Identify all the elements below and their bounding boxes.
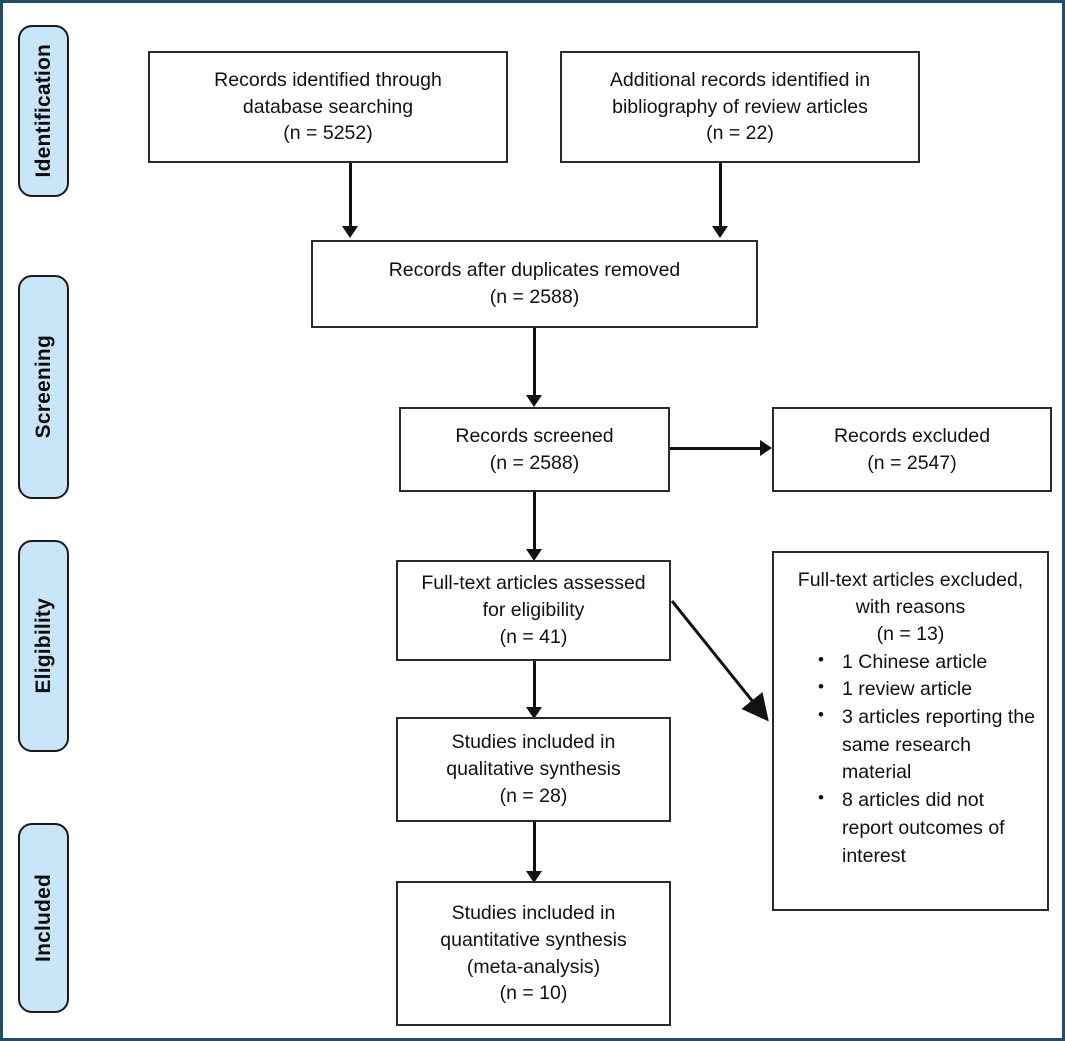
arrowhead-duplicates-to-screened [526, 395, 542, 407]
fulltext-excluded-line-2: with reasons [855, 595, 966, 618]
arrowhead-screened-to-excluded [760, 440, 772, 456]
records-identified-count: (n = 5252) [283, 122, 373, 145]
fulltext-excluded-count: (n = 13) [876, 622, 945, 645]
stage-tab-identification: Identification [18, 25, 69, 197]
additional-records-line-1: Additional records identified in [609, 68, 871, 91]
records-screened-count: (n = 2588) [489, 451, 580, 474]
arrowhead-additional-to-duplicates [712, 226, 728, 238]
records-excluded-line-1: Records excluded [833, 424, 991, 447]
arrowhead-screened-to-fulltext [526, 549, 542, 561]
connector-screened-to-excluded [670, 447, 764, 450]
connector-identified-to-duplicates [349, 163, 352, 227]
after-duplicates-line-1: Records after duplicates removed [388, 259, 681, 282]
box-quantitative-synthesis: Studies included in quantitative synthes… [396, 881, 671, 1026]
list-item: 8 articles did not report outcomes of in… [818, 786, 1039, 870]
box-fulltext-excluded-reasons: Full-text articles excluded, with reason… [772, 551, 1049, 911]
after-duplicates-count: (n = 2588) [489, 286, 580, 308]
fulltext-assessed-count: (n = 41) [499, 625, 568, 648]
arrowhead-qualitative-to-quantitative [526, 871, 542, 883]
quantitative-line-1: Studies included in [451, 901, 616, 924]
connector-fulltext-to-excluded-reasons [670, 600, 769, 722]
records-identified-line-2: database searching [242, 95, 414, 118]
box-records-screened: Records screened (n = 2588) [399, 407, 670, 492]
fulltext-excluded-line-1: Full-text articles excluded, [797, 569, 1024, 591]
connector-screened-to-fulltext [533, 492, 536, 550]
arrowhead-identified-to-duplicates [342, 226, 358, 238]
connector-additional-to-duplicates [719, 163, 722, 227]
box-fulltext-assessed: Full-text articles assessed for eligibil… [396, 560, 671, 661]
records-identified-line-1: Records identified through [214, 68, 442, 91]
stage-label-eligibility: Eligibility [32, 598, 55, 694]
qualitative-line-2: qualitative synthesis [446, 758, 621, 781]
connector-duplicates-to-screened [533, 328, 536, 396]
fulltext-excluded-reason-list: 1 Chinese article 1 review article 3 art… [782, 648, 1039, 871]
arrowhead-fulltext-to-qualitative [526, 707, 542, 719]
stage-tab-included: Included [18, 823, 69, 1013]
box-records-identified: Records identified through database sear… [148, 51, 508, 163]
stage-label-screening: Screening [32, 335, 55, 439]
quantitative-count: (n = 10) [499, 982, 568, 1005]
qualitative-count: (n = 28) [499, 784, 568, 807]
fulltext-assessed-line-1: Full-text articles assessed [421, 572, 646, 595]
box-records-after-duplicates: Records after duplicates removed (n = 25… [311, 240, 758, 328]
fulltext-assessed-line-2: for eligibility [482, 599, 585, 622]
connector-fulltext-to-qualitative [533, 661, 536, 708]
fulltext-excluded-heading: Full-text articles excluded, with reason… [782, 567, 1039, 648]
stage-tab-screening: Screening [18, 275, 69, 499]
stage-label-identification: Identification [32, 44, 55, 178]
additional-records-line-2: bibliography of review articles [612, 95, 868, 118]
stage-tab-eligibility: Eligibility [18, 540, 69, 752]
box-records-excluded: Records excluded (n = 2547) [772, 407, 1052, 492]
connector-qualitative-to-quantitative [533, 822, 536, 872]
additional-records-count: (n = 22) [706, 122, 774, 145]
list-item: 1 review article [818, 675, 1039, 704]
quantitative-line-3: (meta-analysis) [466, 955, 601, 978]
list-item: 3 articles reporting the same research m… [818, 703, 1039, 787]
quantitative-line-2: quantitative synthesis [440, 928, 627, 951]
records-excluded-count: (n = 2547) [867, 451, 957, 474]
box-additional-records: Additional records identified in bibliog… [560, 51, 920, 163]
qualitative-line-1: Studies included in [451, 731, 616, 754]
stage-label-included: Included [32, 874, 55, 962]
list-item: 1 Chinese article [818, 648, 1039, 677]
box-qualitative-synthesis: Studies included in qualitative synthesi… [396, 717, 671, 822]
records-screened-line-1: Records screened [455, 424, 614, 447]
